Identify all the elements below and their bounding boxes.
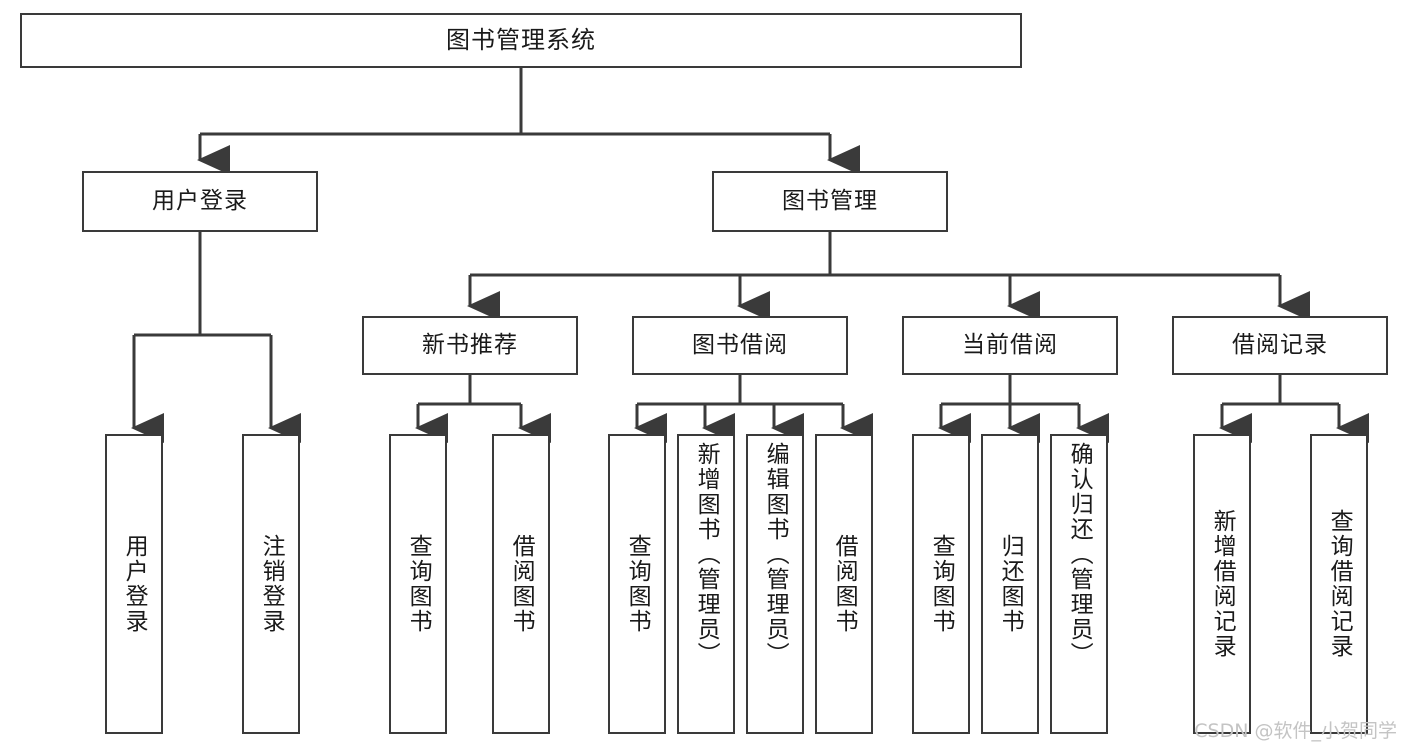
node-label: 当前借阅	[962, 331, 1058, 358]
leaf-return-book[interactable]: 归还图书	[981, 434, 1039, 734]
leaf-label: 编辑图书（管理员）	[762, 442, 789, 667]
leaf-label: 注销登录	[258, 534, 285, 634]
csdn-watermark: CSDN @软件_小贺同学	[1194, 720, 1397, 742]
leaf-label: 查询图书	[405, 534, 432, 634]
node-label: 用户登录	[152, 187, 248, 214]
leaf-label: 用户登录	[121, 534, 148, 634]
node-book-management[interactable]: 图书管理	[712, 171, 948, 232]
leaf-label: 查询图书	[624, 534, 651, 634]
node-user-login[interactable]: 用户登录	[82, 171, 318, 232]
node-book-borrow[interactable]: 图书借阅	[632, 316, 848, 375]
leaf-query-book-newbook[interactable]: 查询图书	[389, 434, 447, 734]
leaf-query-borrow-record[interactable]: 查询借阅记录	[1310, 434, 1368, 734]
leaf-query-book-borrow[interactable]: 查询图书	[608, 434, 666, 734]
node-new-book-recommend[interactable]: 新书推荐	[362, 316, 578, 375]
node-label: 图书管理	[782, 187, 878, 214]
leaf-label: 借阅图书	[508, 534, 535, 634]
leaf-edit-book-admin[interactable]: 编辑图书（管理员）	[746, 434, 804, 734]
leaf-confirm-return-admin[interactable]: 确认归还（管理员）	[1050, 434, 1108, 734]
leaf-label: 归还图书	[997, 534, 1024, 634]
leaf-borrow-book-newbook[interactable]: 借阅图书	[492, 434, 550, 734]
leaf-label: 新增借阅记录	[1209, 509, 1236, 659]
leaf-add-borrow-record[interactable]: 新增借阅记录	[1193, 434, 1251, 734]
node-root-system[interactable]: 图书管理系统	[20, 13, 1022, 68]
node-label: 借阅记录	[1232, 331, 1328, 358]
leaf-label: 新增图书（管理员）	[693, 442, 720, 667]
leaf-label: 确认归还（管理员）	[1066, 442, 1093, 667]
node-label: 图书借阅	[692, 331, 788, 358]
node-current-borrow[interactable]: 当前借阅	[902, 316, 1118, 375]
leaf-label: 查询借阅记录	[1326, 509, 1353, 659]
leaf-label: 借阅图书	[831, 534, 858, 634]
node-borrow-record[interactable]: 借阅记录	[1172, 316, 1388, 375]
node-label: 图书管理系统	[446, 26, 596, 55]
leaf-query-book-current[interactable]: 查询图书	[912, 434, 970, 734]
leaf-logout[interactable]: 注销登录	[242, 434, 300, 734]
leaf-borrow-book[interactable]: 借阅图书	[815, 434, 873, 734]
leaf-add-book-admin[interactable]: 新增图书（管理员）	[677, 434, 735, 734]
leaf-user-login[interactable]: 用户登录	[105, 434, 163, 734]
leaf-label: 查询图书	[928, 534, 955, 634]
node-label: 新书推荐	[422, 331, 518, 358]
